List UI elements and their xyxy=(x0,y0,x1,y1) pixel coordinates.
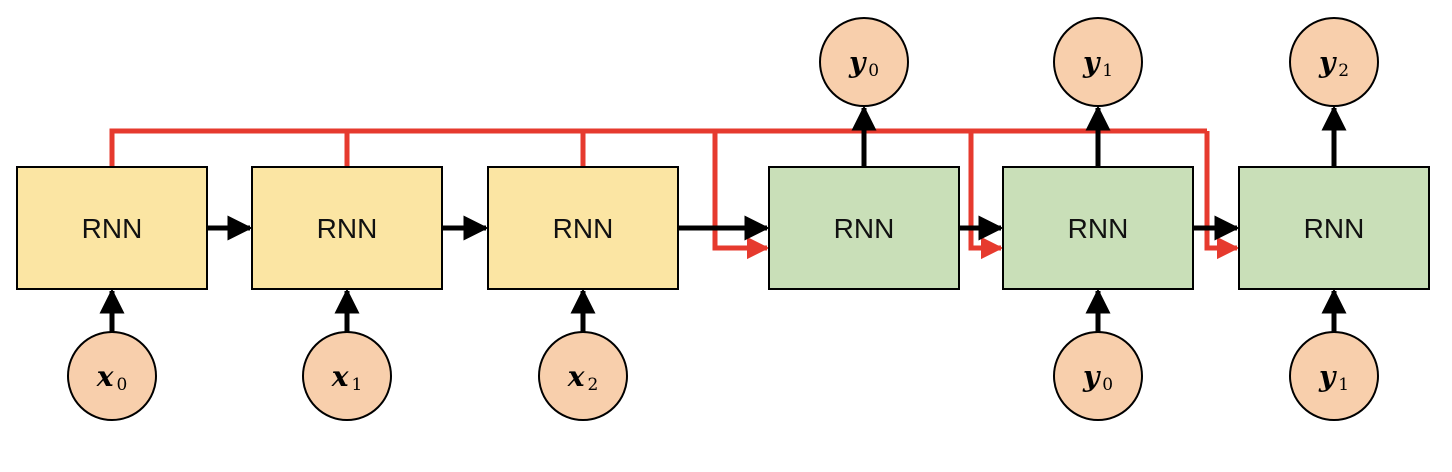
decoder-input-1-var: y xyxy=(1082,360,1101,393)
decoder-cell-1-box xyxy=(1002,166,1194,290)
decoder-output-1-var: y xyxy=(1082,46,1101,79)
encoder-cell-2-box xyxy=(487,166,679,290)
context-arrow-decoder-2 xyxy=(1204,131,1240,260)
encoder-cell-0: RNN xyxy=(16,166,208,290)
decoder-cell-0: RNN xyxy=(768,166,960,290)
decoder-input-2-circle xyxy=(1289,331,1379,421)
decoder-cell-2-box xyxy=(1238,166,1430,290)
encoder-input-1-subscript: 1 xyxy=(351,375,362,395)
context-arrow-decoder-0 xyxy=(712,131,770,260)
decoder-cell-1: RNN xyxy=(1002,166,1194,290)
encoder-cell-2-label: RNN xyxy=(553,213,614,244)
encoder-input-0-var: x xyxy=(96,360,114,393)
decoder-cell-2-label: RNN xyxy=(1304,213,1365,244)
encoder-input-0-circle xyxy=(67,331,157,421)
decoder-input-1-subscript: 0 xyxy=(1102,375,1113,395)
context-arrow-decoder-1 xyxy=(968,131,1004,260)
decoder-input-2-subscript: 1 xyxy=(1338,375,1349,395)
decoder-cell-1-label: RNN xyxy=(1068,213,1129,244)
encoder-input-1-circle xyxy=(302,331,392,421)
encoder-cell-1: RNN xyxy=(251,166,443,290)
encoder-input-0-subscript: 0 xyxy=(116,375,127,395)
encoder-input-2-circle xyxy=(538,331,628,421)
decoder-cell-0-box xyxy=(768,166,960,290)
encoder-input-2-subscript: 2 xyxy=(587,375,598,395)
decoder-output-1-subscript: 1 xyxy=(1102,61,1113,81)
encoder-input-1-var: x xyxy=(331,360,349,393)
decoder-output-0-subscript: 0 xyxy=(868,61,879,81)
encoder-cell-1-box xyxy=(251,166,443,290)
decoder-input-1-circle xyxy=(1053,331,1143,421)
decoder-output-2-circle xyxy=(1289,17,1379,107)
recurrent-arrows xyxy=(99,105,1347,332)
context-connections xyxy=(109,128,1240,260)
encoder-cell-1-label: RNN xyxy=(317,213,378,244)
rnn-cells: RNN RNN RNN RNN RNN RNN xyxy=(16,166,1430,290)
encoder-input-2-var: x xyxy=(567,360,585,393)
decoder-input-2-var: y xyxy=(1318,360,1337,393)
decoder-output-0-circle xyxy=(819,17,909,107)
decoder-output-2-var: y xyxy=(1318,46,1337,79)
decoder-output-1-circle xyxy=(1053,17,1143,107)
decoder-output-0-var: y xyxy=(848,46,867,79)
encoder-cell-0-box xyxy=(16,166,208,290)
decoder-cell-2: RNN xyxy=(1238,166,1430,290)
encoder-cell-2: RNN xyxy=(487,166,679,290)
decoder-cell-0-label: RNN xyxy=(834,213,895,244)
context-bus xyxy=(109,128,1207,167)
decoder-output-2-subscript: 2 xyxy=(1338,61,1349,81)
encoder-cell-0-label: RNN xyxy=(82,213,143,244)
